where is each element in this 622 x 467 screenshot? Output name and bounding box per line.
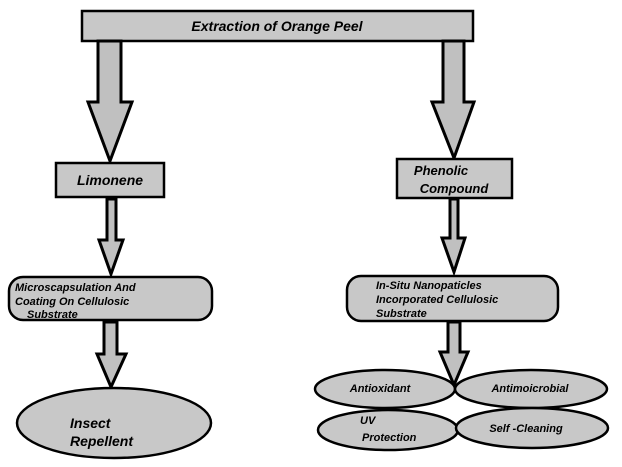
- microencapsulation-box: [7, 275, 214, 322]
- self-cleaning-label: Self -Cleaning: [489, 423, 563, 435]
- extraction-box: [80, 9, 475, 43]
- antioxidant-label: Antioxidant: [349, 383, 412, 395]
- insitu-line3: Substrate: [376, 308, 427, 320]
- microencapsulation-line2: Coating On Cellulosic: [15, 296, 129, 308]
- arrow-to-insect-repellent: [94, 320, 129, 391]
- phenolic-label-line1: Phenolic: [414, 163, 469, 178]
- arrow-to-properties: [437, 320, 471, 389]
- limonene-box: [54, 161, 166, 199]
- insect-repellent-line2: Repellent: [70, 433, 134, 449]
- microencapsulation-line1: Microscapsulation And: [15, 282, 136, 294]
- insect-repellent-ellipse: [15, 386, 213, 460]
- insect-repellent-line1: Insect: [70, 415, 112, 431]
- phenolic-label-line2: Compound: [420, 181, 490, 196]
- extraction-label: Extraction of Orange Peel: [191, 18, 363, 34]
- uv-protection-line2: Protection: [362, 432, 417, 444]
- arrow-to-limonene: [85, 39, 135, 166]
- uv-protection-ellipse: [316, 408, 460, 452]
- arrow-to-insitu: [439, 197, 468, 277]
- insitu-line1: In-Situ Nanopaticles: [376, 280, 482, 292]
- self-cleaning-ellipse: [454, 406, 610, 450]
- arrow-to-phenolic: [429, 39, 477, 163]
- insitu-line2: Incorporated Cellulosic: [376, 294, 498, 306]
- antimicrobial-label: Antimoicrobial: [490, 383, 569, 395]
- microencapsulation-line3: Substrate: [27, 309, 78, 321]
- limonene-label: Limonene: [77, 172, 143, 188]
- uv-protection-line1: UV: [360, 415, 377, 427]
- arrow-to-microencapsulation: [96, 197, 126, 279]
